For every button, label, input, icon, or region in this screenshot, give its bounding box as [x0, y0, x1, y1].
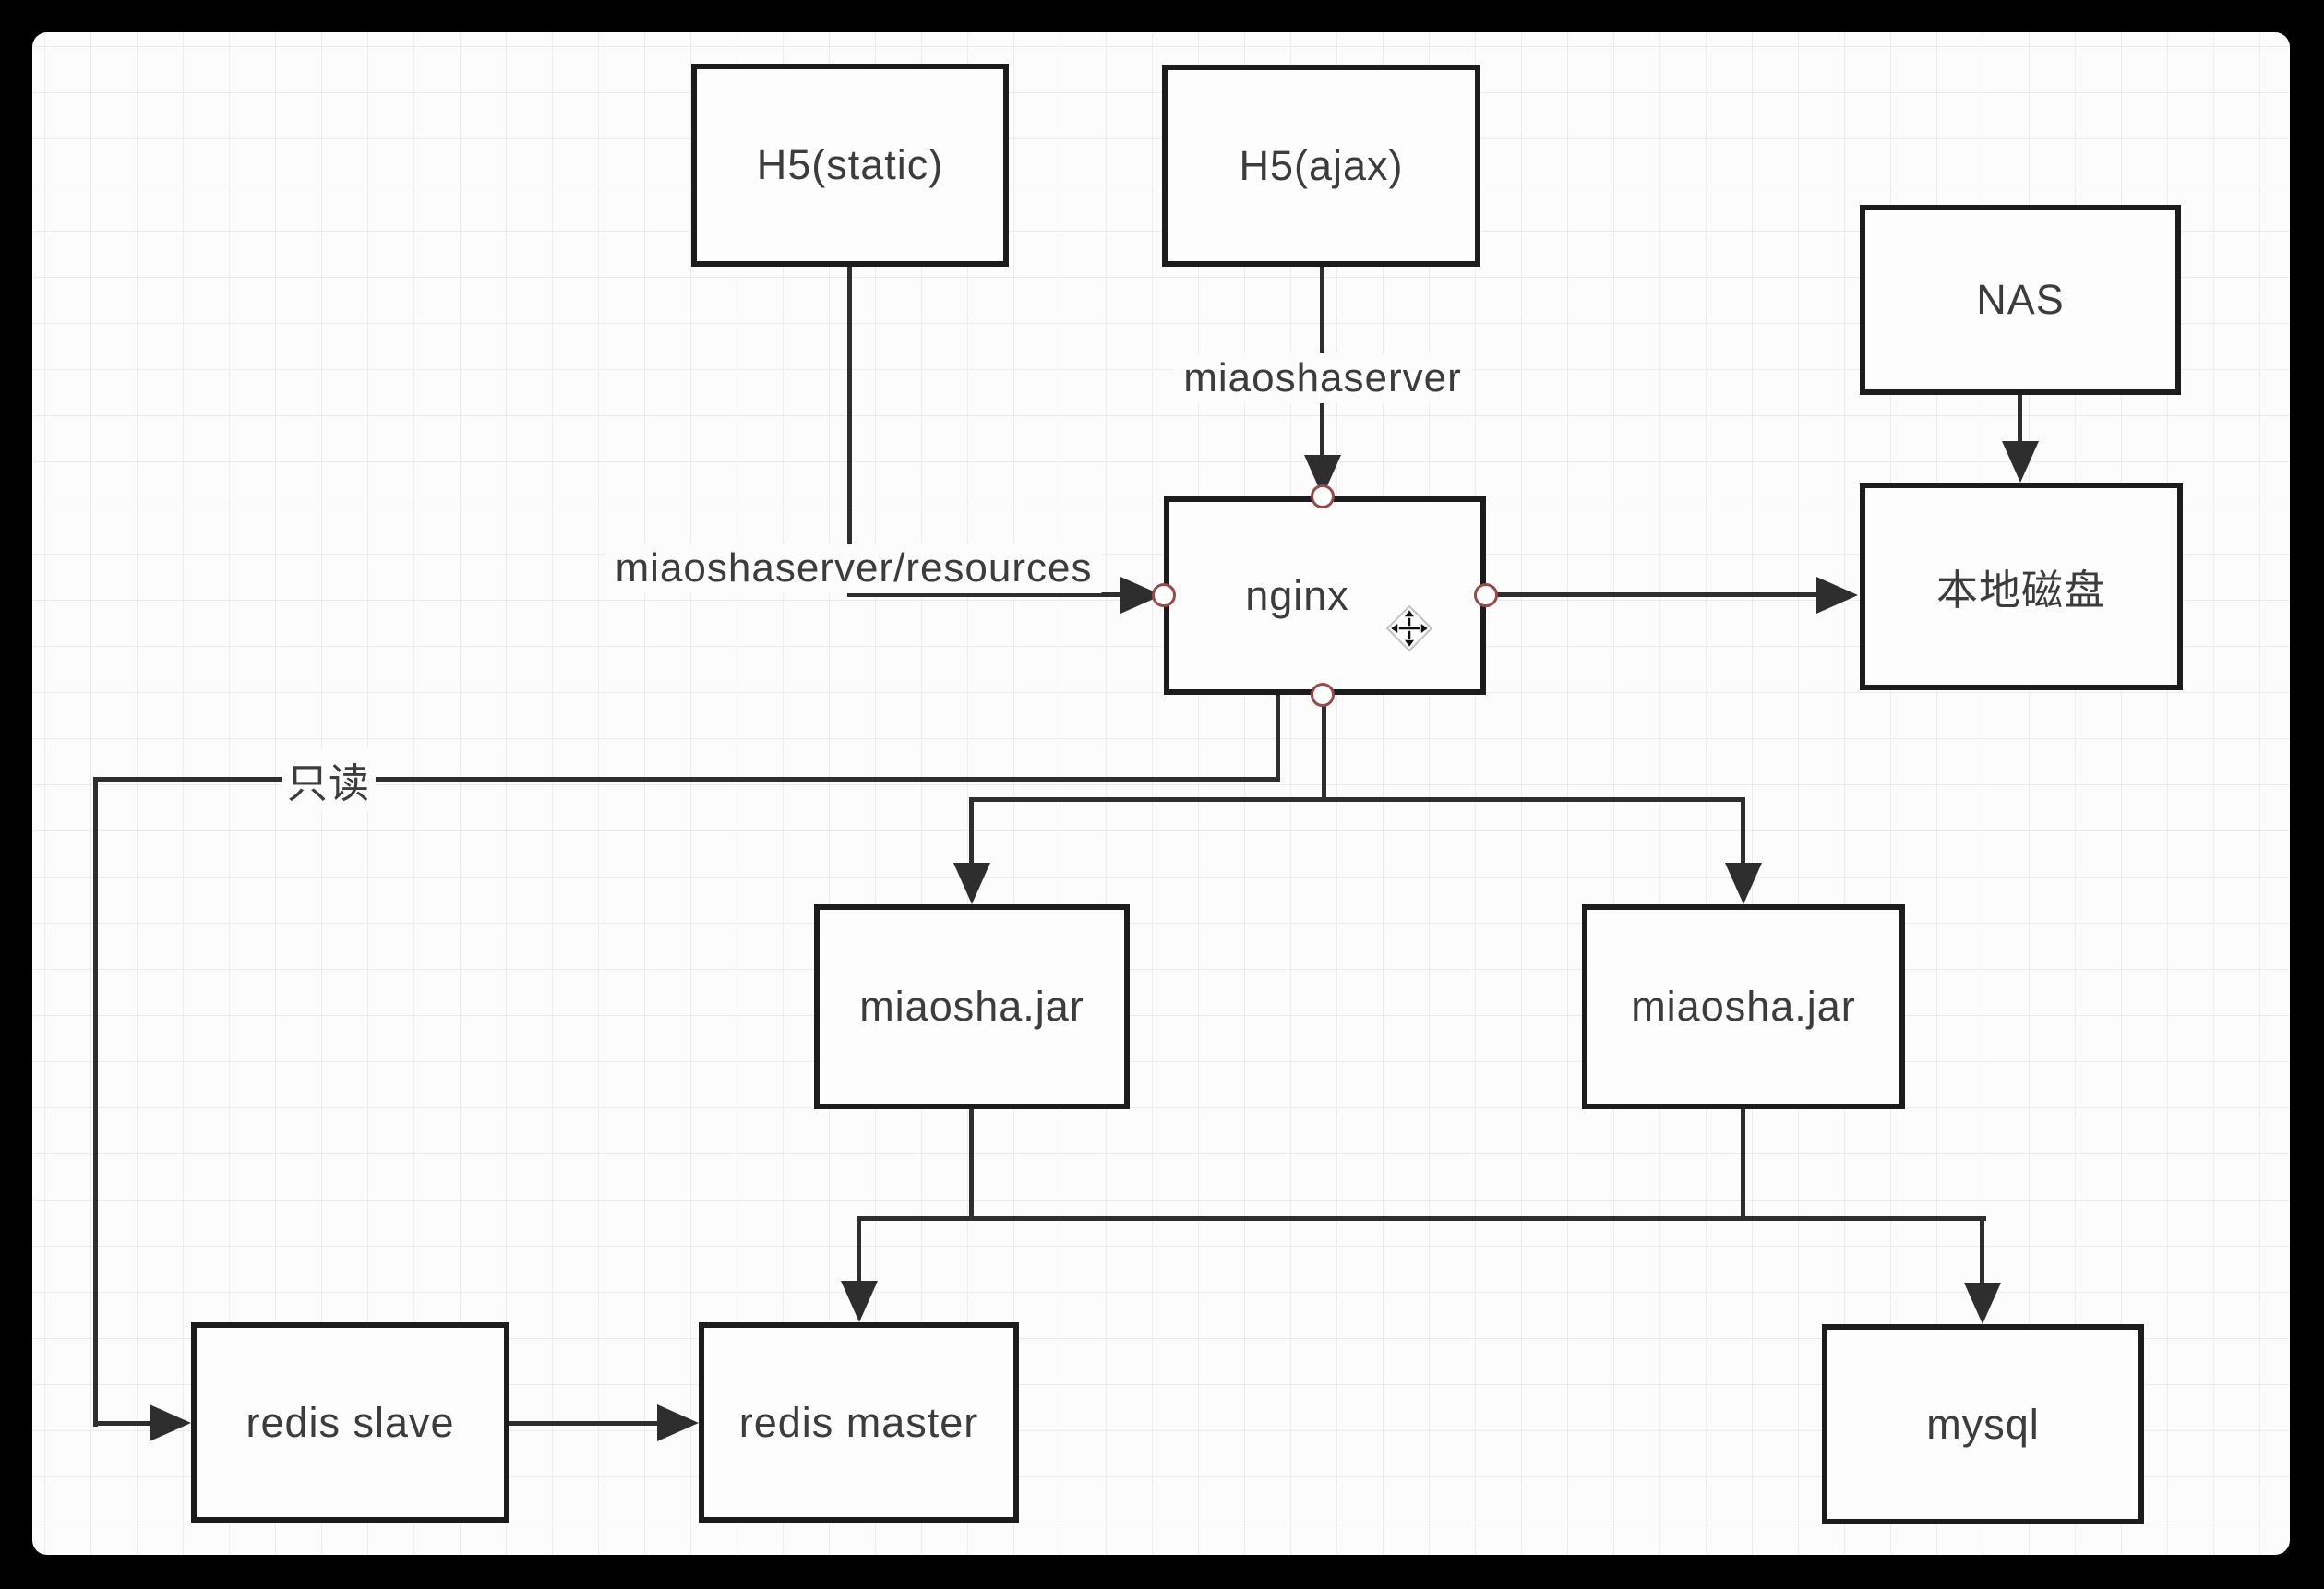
edge-readonly-v1[interactable]: [1276, 695, 1280, 782]
edge-nginx-miaosha-v[interactable]: [1322, 695, 1326, 802]
edge-redisslave-redismaster-h[interactable]: [509, 1421, 659, 1426]
arrowhead: [657, 1404, 699, 1441]
edge-readonly-h1[interactable]: [93, 777, 1280, 782]
edge-nginx-miaosha1-v[interactable]: [969, 797, 974, 864]
node-redis-slave[interactable]: redis slave: [191, 1322, 509, 1523]
node-mysql[interactable]: mysql: [1822, 1324, 2144, 1524]
node-label: NAS: [1976, 276, 2065, 323]
node-label: nginx: [1245, 571, 1349, 619]
edge-label-miaoshaserver[interactable]: miaoshaserver: [1174, 353, 1471, 403]
edge-nginx-miaosha-bus[interactable]: [969, 797, 1745, 802]
edge-miaosha-bottom-bus[interactable]: [857, 1216, 1986, 1221]
arrowhead: [1964, 1283, 2001, 1324]
edge-nas-localdisk-v[interactable]: [2018, 395, 2022, 441]
edge-miaosha1-bus-v[interactable]: [969, 1109, 974, 1221]
connection-point-left[interactable]: [1152, 583, 1176, 607]
edge-readonly-v2[interactable]: [93, 777, 98, 1427]
node-label: redis master: [738, 1398, 979, 1446]
node-label: H5(ajax): [1239, 141, 1404, 189]
edge-bus-redismaster-v[interactable]: [857, 1216, 861, 1283]
arrowhead: [2002, 441, 2039, 483]
arrowhead: [841, 1281, 878, 1322]
edge-nginx-localdisk-h[interactable]: [1486, 592, 1818, 597]
node-label: miaosha.jar: [1631, 983, 1856, 1030]
connection-point-top[interactable]: [1311, 484, 1335, 508]
arrowhead: [150, 1404, 191, 1441]
edge-h5static-nginx-v[interactable]: [847, 267, 852, 597]
edge-miaosha2-bus-v[interactable]: [1741, 1109, 1745, 1221]
node-nas[interactable]: NAS: [1860, 205, 2181, 395]
arrowhead: [953, 863, 990, 904]
node-nginx[interactable]: nginx: [1164, 496, 1486, 695]
edge-label-miaoshaserver-resources[interactable]: miaoshaserver/resources: [605, 544, 1102, 593]
connection-point-bottom[interactable]: [1311, 683, 1335, 707]
arrowhead: [1725, 863, 1762, 904]
node-label: mysql: [1926, 1400, 2040, 1448]
node-label: miaosha.jar: [859, 983, 1084, 1030]
edge-label-readonly[interactable]: 只读: [282, 748, 376, 811]
arrowhead: [1816, 577, 1858, 614]
connection-point-right[interactable]: [1474, 583, 1498, 607]
edge-bus-mysql-v[interactable]: [1980, 1216, 1984, 1283]
node-h5-static[interactable]: H5(static): [691, 64, 1009, 267]
edge-h5static-nginx-h[interactable]: [847, 592, 1122, 597]
node-miaosha-jar-2[interactable]: miaosha.jar: [1582, 904, 1905, 1109]
move-cursor-icon: [1383, 602, 1436, 660]
node-label: redis slave: [246, 1398, 455, 1446]
node-label: 本地磁盘: [1935, 567, 2106, 614]
node-miaosha-jar-1[interactable]: miaosha.jar: [814, 904, 1130, 1109]
node-h5-ajax[interactable]: H5(ajax): [1162, 65, 1480, 267]
edge-nginx-miaosha2-v[interactable]: [1741, 797, 1745, 864]
node-redis-master[interactable]: redis master: [699, 1322, 1019, 1523]
node-label: H5(static): [756, 141, 944, 188]
node-local-disk[interactable]: 本地磁盘: [1860, 483, 2183, 690]
edge-readonly-h2[interactable]: [93, 1421, 150, 1426]
